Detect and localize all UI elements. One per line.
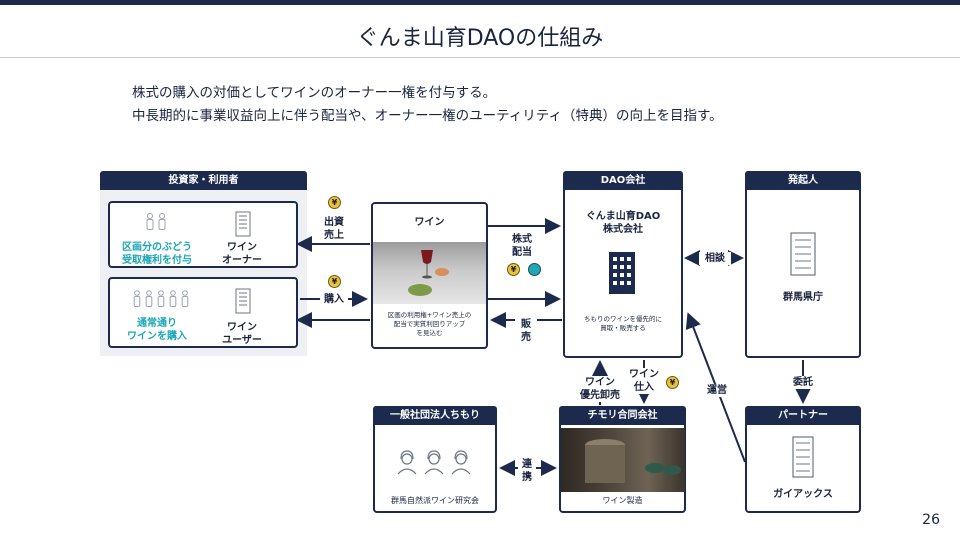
owner-caption: 区画分のぶどう 受取権利を付与 bbox=[122, 242, 192, 266]
label-collab: 連 携 bbox=[518, 458, 536, 484]
label-purchase: 購入 bbox=[320, 293, 348, 306]
description-line-1: 株式の購入の対価としてワインのオーナー一権を付与する。 bbox=[132, 85, 497, 101]
label-wine-stock: ワイン 仕入 bbox=[626, 368, 662, 394]
label-consult: 相談 bbox=[699, 252, 731, 265]
wine-title: ワイン bbox=[414, 217, 445, 228]
chimori-header: チモリ合同会社 bbox=[559, 406, 686, 425]
label-stock-dividend: 株式 配当 bbox=[507, 233, 537, 259]
user-box bbox=[108, 277, 298, 348]
coin-icon: ¥ bbox=[666, 376, 679, 389]
title-divider bbox=[0, 57, 960, 58]
page-title: ぐんま山育DAOの仕組み bbox=[356, 26, 604, 51]
top-accent-bar bbox=[0, 0, 960, 5]
partner-name: ガイアックス bbox=[773, 489, 833, 500]
owner-box bbox=[108, 201, 298, 268]
founder-name: 群馬県庁 bbox=[783, 292, 823, 303]
label-dividend: 出資 売上 bbox=[318, 216, 350, 242]
wine-photo bbox=[373, 242, 486, 304]
partner-header: パートナー bbox=[745, 406, 861, 425]
label-operate: 運営 bbox=[701, 384, 733, 397]
label-entrust: 委託 bbox=[786, 376, 820, 389]
user-caption: 通常通り ワインを購入 bbox=[127, 318, 187, 342]
founder-header: 発起人 bbox=[745, 171, 861, 190]
page-number: 26 bbox=[922, 512, 940, 528]
coin-icon: ¥ bbox=[507, 263, 520, 276]
assoc-caption: 群馬自然派ワイン研究会 bbox=[391, 496, 479, 505]
label-wine-wholesale: ワイン 優先卸売 bbox=[577, 376, 623, 402]
user-role: ワイン ユーザー bbox=[222, 322, 262, 346]
wine-caption: 区画の利用権+ワイン売上の 配当で実質利回りアップ を見込む bbox=[387, 311, 472, 337]
winery-photo bbox=[561, 428, 685, 492]
coin-icon: ¥ bbox=[328, 275, 341, 288]
token-icon bbox=[528, 263, 541, 276]
description-line-2: 中長期的に事業収益向上に伴う配当や、オーナー一権のユーティリティ（特典）の向上を… bbox=[132, 108, 723, 124]
owner-role: ワイン オーナー bbox=[222, 242, 262, 266]
chimori-caption: ワイン製造 bbox=[602, 496, 643, 505]
assoc-header: 一般社団法人ちもり bbox=[373, 406, 497, 425]
coin-icon: ¥ bbox=[328, 196, 341, 209]
dao-caption: ちもりのワインを優先的に 買取・販売する bbox=[584, 315, 662, 332]
dao-header: DAO会社 bbox=[563, 171, 683, 190]
investor-header: 投資家・利用者 bbox=[100, 171, 307, 190]
dao-name: ぐんま山育DAO 株式会社 bbox=[585, 211, 661, 235]
label-sales: 販 売 bbox=[515, 318, 537, 344]
founder-box bbox=[745, 190, 861, 358]
